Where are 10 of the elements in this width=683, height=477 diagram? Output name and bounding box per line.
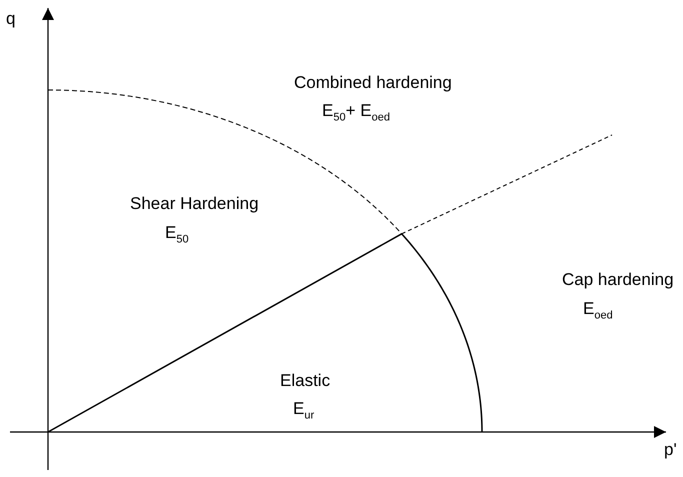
region-label: Shear Hardening bbox=[130, 195, 259, 212]
modulus-label: E$_{ur}$ bbox=[293, 400, 314, 422]
region-label: Combined hardening bbox=[294, 74, 452, 91]
modulus-label: E$_{50}$+ E$_{oed}$ bbox=[322, 102, 390, 124]
region-label: Cap hardening bbox=[562, 271, 674, 288]
region-label: Elastic bbox=[280, 372, 330, 389]
axis-label: p' bbox=[664, 441, 677, 458]
modulus-label: E$_{50}$ bbox=[165, 224, 189, 246]
axis-label: q bbox=[6, 10, 16, 27]
modulus-label: E$_{oed}$ bbox=[583, 300, 613, 322]
